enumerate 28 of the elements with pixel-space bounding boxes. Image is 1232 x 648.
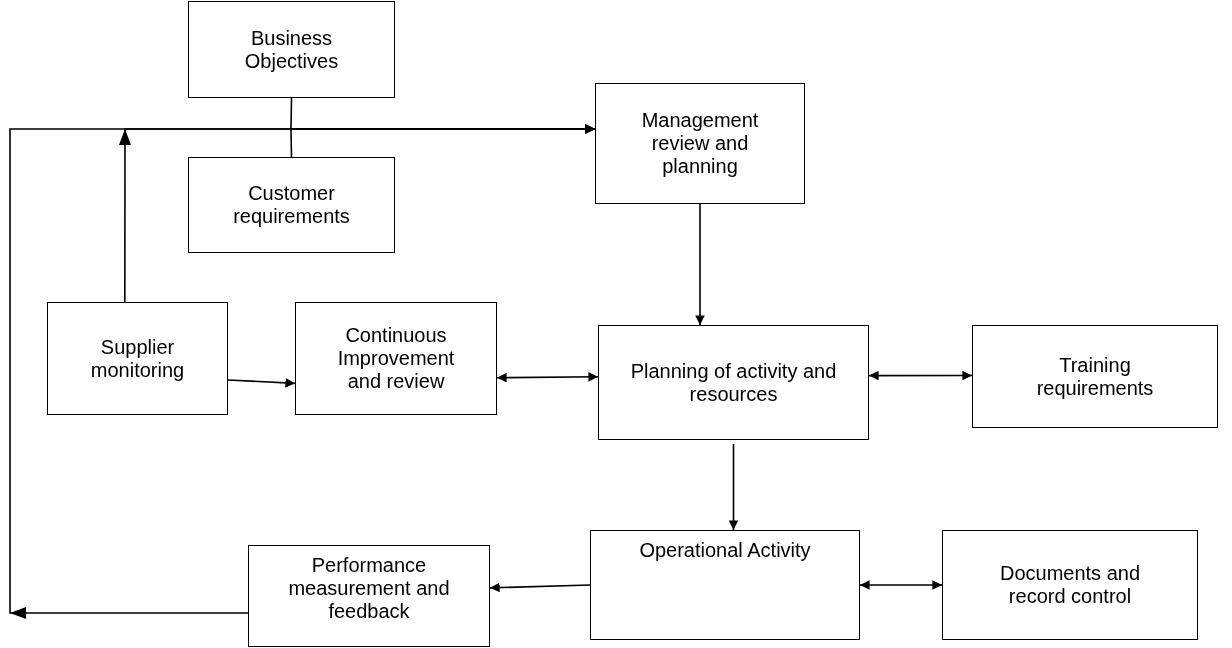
arrow	[9, 124, 596, 620]
box-label: Training requirements	[1035, 353, 1155, 400]
box-label: Customer requirements	[232, 182, 351, 228]
process-box	[47, 302, 228, 415]
arrow	[227, 378, 296, 388]
box-label: Performance measurement and feedback	[287, 554, 451, 623]
process-box	[188, 1, 395, 98]
box-label: Management review and planning	[640, 109, 760, 178]
box-label: Continuous Improvement and review	[336, 324, 456, 393]
box-label: Operational Activity	[639, 539, 811, 562]
box-label: Documents and record control	[998, 562, 1142, 608]
box-label: Supplier monitoring	[89, 335, 186, 382]
box-label: Business Objectives	[243, 26, 340, 73]
arrow	[496, 372, 599, 383]
process-box	[598, 325, 869, 440]
process-box	[942, 530, 1198, 640]
arrow	[859, 580, 943, 590]
box-label: Planning of activity and resources	[629, 359, 838, 406]
arrow	[868, 370, 973, 381]
process-box	[595, 83, 805, 204]
process-box	[590, 530, 860, 640]
process-box	[972, 325, 1218, 428]
arrow	[695, 203, 705, 326]
arrow	[728, 443, 739, 531]
process-box	[248, 545, 490, 647]
process-box	[188, 157, 395, 253]
process-box	[295, 302, 497, 415]
arrow	[489, 582, 591, 593]
